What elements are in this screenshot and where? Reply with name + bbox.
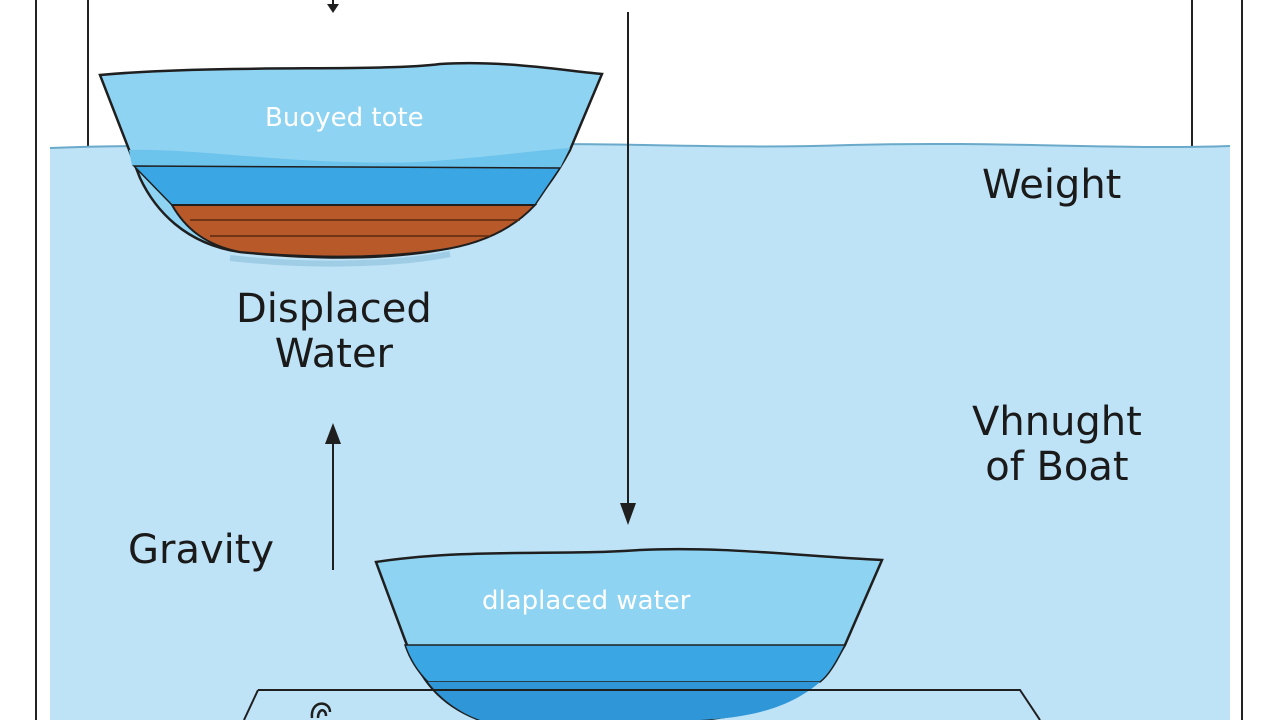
displaced-water-label: Displaced Water [236, 287, 432, 377]
weight-of-boat-line-2: of Boat [985, 443, 1129, 490]
top-boat-band-blue [132, 165, 562, 206]
bottom-boat-band-blue [403, 644, 847, 683]
top-down-arrow-head [327, 4, 339, 13]
displaced-water-line-1: Displaced [236, 286, 432, 332]
gravity-up-arrow-head [325, 423, 341, 444]
weight-down-arrow-head [620, 503, 636, 525]
displaced-water-line-2: Water [274, 330, 393, 377]
gravity-label: Gravity [128, 527, 275, 573]
top-boat [98, 61, 604, 267]
platform-hook-icon [310, 702, 332, 719]
top-boat-label: Buoyed tote [265, 103, 424, 133]
top-boat-sediment [170, 204, 538, 258]
bottom-boat-band-lower [428, 682, 820, 720]
base-platform [243, 689, 1041, 720]
water-body [50, 143, 1230, 720]
bottom-boat-label: dlaplaced water [482, 586, 691, 616]
weight-of-boat-label: Vhnught of Boat [972, 400, 1142, 490]
bottom-boat [374, 547, 884, 720]
weight-of-boat-line-1: Vhnught [972, 399, 1142, 445]
top-boat-band-light [129, 148, 570, 168]
weight-label: Weight [982, 162, 1122, 208]
top-boat-shadow [229, 251, 451, 267]
